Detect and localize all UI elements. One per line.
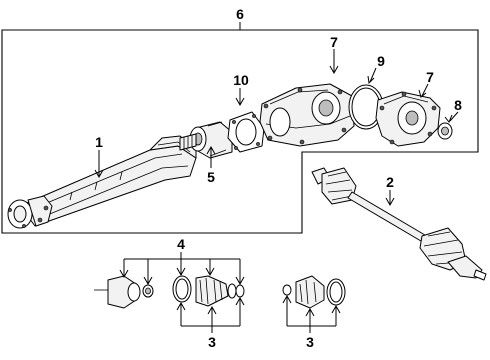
callout-3-right: 3 bbox=[306, 334, 314, 350]
o-ring-seal bbox=[348, 84, 384, 130]
boot-kit-right bbox=[282, 275, 346, 309]
callout-10: 10 bbox=[233, 72, 249, 88]
callout-6: 6 bbox=[236, 6, 244, 22]
callout-7-rear: 7 bbox=[426, 69, 434, 85]
callout-2: 2 bbox=[386, 174, 394, 190]
callout-8: 8 bbox=[454, 97, 462, 113]
callout-3-left: 3 bbox=[208, 334, 216, 350]
axle-shaft bbox=[311, 167, 487, 281]
callout-7-front: 7 bbox=[330, 34, 338, 50]
cv-joint-set bbox=[94, 275, 154, 309]
shaft-housing bbox=[7, 135, 197, 229]
callout-9: 9 bbox=[377, 53, 385, 69]
callout-1: 1 bbox=[95, 134, 103, 150]
callout-4: 4 bbox=[177, 236, 185, 252]
oil-seal bbox=[437, 122, 453, 140]
assembly-group-outline bbox=[1, 29, 479, 234]
transfer-case-rear bbox=[375, 91, 441, 147]
coupling bbox=[179, 121, 233, 159]
callout-5: 5 bbox=[207, 169, 215, 185]
transfer-case-front bbox=[259, 83, 355, 147]
leader-lines bbox=[94, 22, 459, 333]
boot-kit-center bbox=[172, 275, 245, 307]
gasket bbox=[227, 111, 265, 153]
